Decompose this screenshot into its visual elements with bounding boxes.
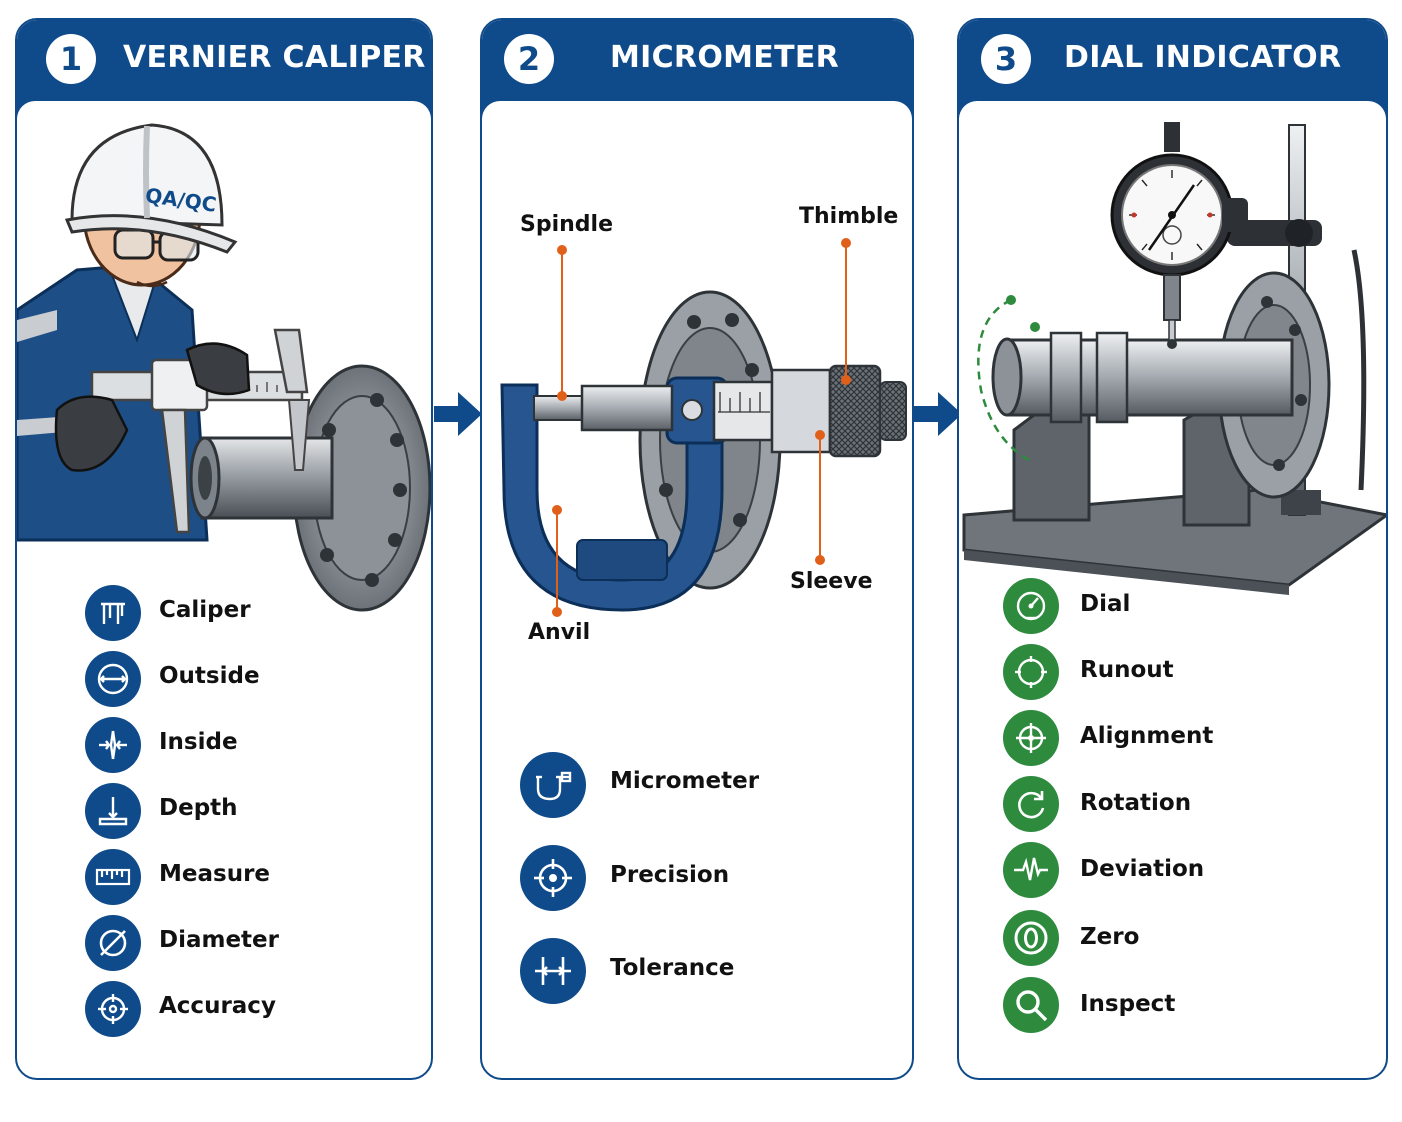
item-label: Depth xyxy=(159,795,238,821)
panel-dial-indicator: 3 DIAL INDICATOR xyxy=(957,18,1388,1080)
item-label: Inside xyxy=(159,729,238,755)
step-number-badge: 3 xyxy=(981,34,1031,84)
item-label: Dial xyxy=(1080,591,1131,617)
outside-measure-icon xyxy=(85,651,141,707)
rotation-icon xyxy=(1003,776,1059,832)
item-label: Deviation xyxy=(1080,856,1205,882)
arrow-right-icon xyxy=(434,392,482,436)
magnifier-icon xyxy=(1003,977,1059,1033)
panel-vernier-caliper: 1 VERNIER CALIPER QA/QC xyxy=(15,18,433,1080)
caliper-icon xyxy=(85,585,141,641)
step-number-badge: 2 xyxy=(504,34,554,84)
item-label: Accuracy xyxy=(159,993,276,1019)
item-label: Caliper xyxy=(159,597,251,623)
callout-sleeve: Sleeve xyxy=(790,569,873,594)
item-label: Alignment xyxy=(1080,723,1214,749)
gauge-icon xyxy=(1003,578,1059,634)
zero-icon xyxy=(1003,910,1059,966)
item-label: Diameter xyxy=(159,927,279,953)
arrow-right-icon xyxy=(914,392,962,436)
target-icon xyxy=(520,845,586,911)
panel-title: VERNIER CALIPER xyxy=(123,40,426,75)
inside-measure-icon xyxy=(85,717,141,773)
callout-anvil: Anvil xyxy=(528,620,591,645)
alignment-icon xyxy=(1003,710,1059,766)
tolerance-icon xyxy=(520,938,586,1004)
item-label: Zero xyxy=(1080,924,1140,950)
panel-micrometer: 2 MICROMETER xyxy=(480,18,914,1080)
callout-spindle: Spindle xyxy=(520,212,614,237)
item-label: Runout xyxy=(1080,657,1174,683)
item-label: Measure xyxy=(159,861,271,887)
panel-title: MICROMETER xyxy=(610,40,840,75)
dial-indicator-setup-illustration xyxy=(962,122,1386,595)
item-label: Tolerance xyxy=(610,955,735,981)
diameter-icon xyxy=(85,915,141,971)
pulse-icon xyxy=(1003,842,1059,898)
item-label: Inspect xyxy=(1080,991,1176,1017)
item-label: Precision xyxy=(610,862,730,888)
depth-icon xyxy=(85,783,141,839)
panel-header: 2 MICROMETER xyxy=(482,20,912,119)
item-label: Micrometer xyxy=(610,768,760,794)
step-number-badge: 1 xyxy=(46,34,96,84)
panel-header: 3 DIAL INDICATOR xyxy=(959,20,1386,119)
callout-thimble: Thimble xyxy=(799,204,899,229)
panel-title: DIAL INDICATOR xyxy=(1064,40,1342,75)
panel-header: 1 VERNIER CALIPER xyxy=(17,20,431,119)
micrometer-icon xyxy=(520,752,586,818)
caliper-inspection-illustration: QA/QC xyxy=(17,123,431,612)
item-label: Outside xyxy=(159,663,260,689)
crosshair-icon xyxy=(85,981,141,1037)
ruler-icon xyxy=(85,849,141,905)
micrometer-illustration xyxy=(500,238,907,617)
item-label: Rotation xyxy=(1080,790,1192,816)
runout-icon xyxy=(1003,644,1059,700)
